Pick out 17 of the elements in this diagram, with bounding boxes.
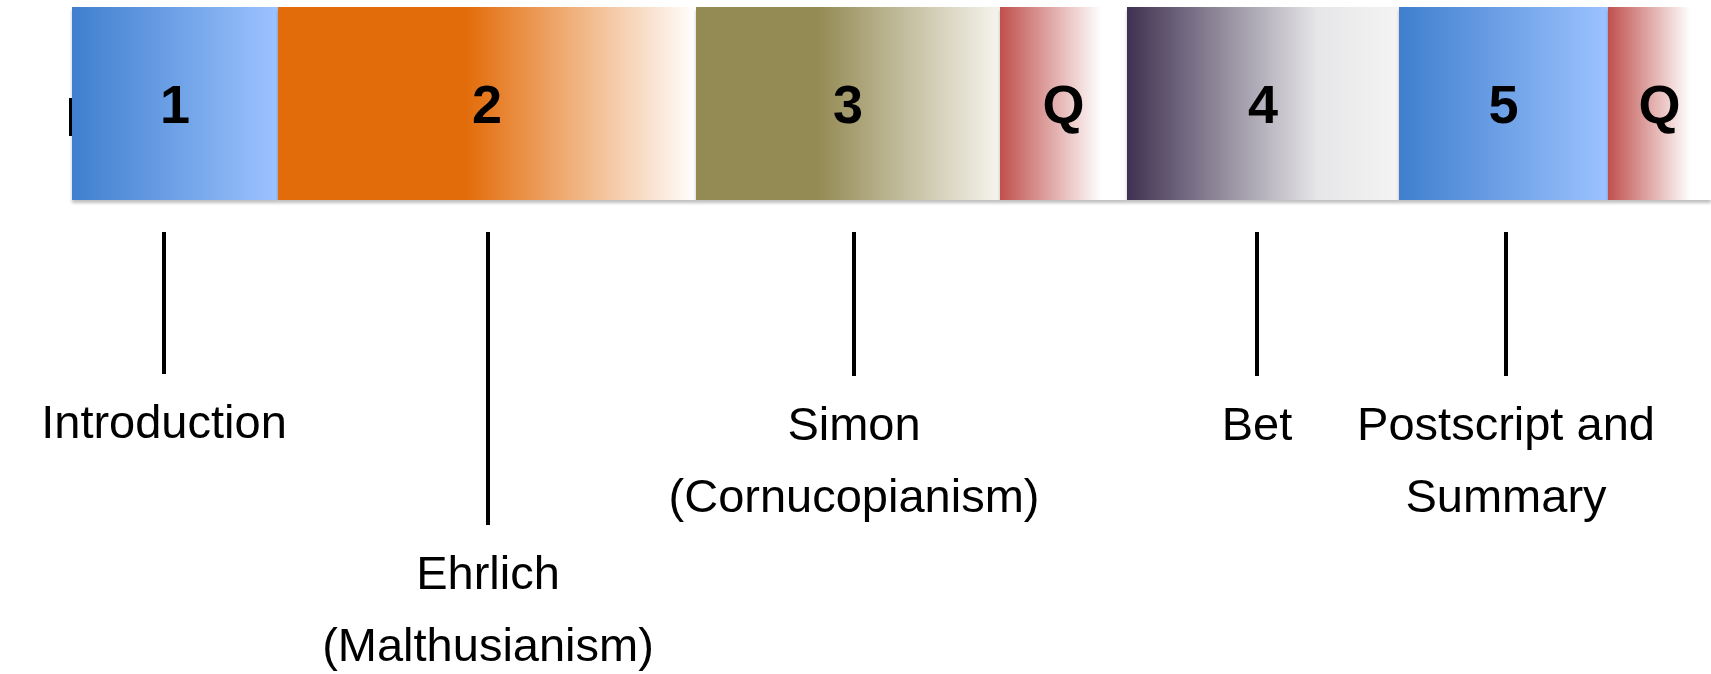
timeline-segment: 5 xyxy=(1399,7,1608,200)
timeline-segment: 2 xyxy=(278,7,696,200)
timeline-segment: 3 xyxy=(696,7,1000,200)
leader-line xyxy=(1504,232,1508,376)
leader-line xyxy=(162,232,166,374)
timeline-segment: 1 xyxy=(72,7,278,200)
section-label: Simon (Cornucopianism) xyxy=(614,388,1094,532)
leader-line xyxy=(852,232,856,376)
section-label: Ehrlich (Malthusianism) xyxy=(278,537,698,674)
timeline-segment: Q xyxy=(1608,7,1711,200)
section-label: Introduction xyxy=(4,386,324,458)
timeline-segment: Q xyxy=(1000,7,1127,200)
section-label: Postscript and Summary xyxy=(1356,388,1656,532)
timeline-segment: 4 xyxy=(1127,7,1399,200)
section-label: Bet xyxy=(1197,388,1317,460)
leader-line xyxy=(486,232,490,525)
leader-line xyxy=(1255,232,1259,376)
